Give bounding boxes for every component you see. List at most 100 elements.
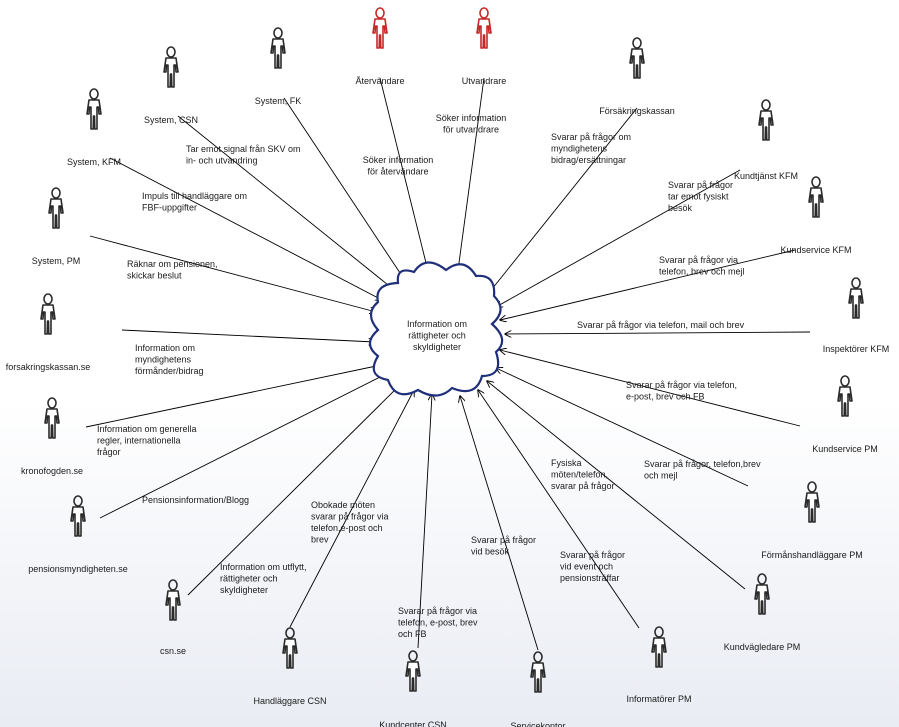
- actor-fhpm: Förmånshandläggare PM: [761, 481, 863, 560]
- actor-kfse: kronofogden.se: [21, 397, 83, 476]
- actor-label: Kundcenter CSN: [379, 720, 447, 727]
- person-icon: [405, 650, 421, 692]
- person-icon: [163, 46, 179, 88]
- actor-syspm: System, PM: [32, 187, 81, 266]
- edges-layer: [85, 77, 811, 651]
- actor-label: Kundservice KFM: [780, 245, 851, 255]
- actor-sk: Servicekontor: [510, 651, 566, 727]
- edge-arrow-ktkfm: [496, 169, 741, 307]
- actor-label: System, FK: [255, 96, 302, 106]
- actor-pmse: pensionsmyndigheten.se: [28, 495, 128, 574]
- person-icon: [629, 37, 645, 79]
- edge-arrow-kccsn: [417, 394, 432, 649]
- actor-label: Kundservice PM: [812, 444, 878, 454]
- edge-arrow-syscsn: [177, 115, 398, 293]
- actor-label: Förmånshandläggare PM: [761, 550, 863, 560]
- edge-arrow-sk: [460, 396, 539, 651]
- actor-label: Utvandrare: [462, 76, 507, 86]
- actor-fk: Försäkringskassan: [599, 37, 675, 116]
- actor-kccsn: Kundcenter CSN: [379, 650, 447, 727]
- edge-arrow-kvpm: [487, 381, 746, 590]
- actor-label: Handläggare CSN: [253, 696, 326, 706]
- edge-label-syspm: Räknar om pensionen,skickar beslut: [127, 259, 218, 281]
- actor-label: Servicekontor: [510, 721, 565, 727]
- edge-arrow-fkse: [121, 329, 375, 342]
- person-icon: [754, 573, 770, 615]
- center-label-line: rättigheter och: [408, 331, 466, 341]
- person-icon: [476, 7, 492, 49]
- edge-arrow-kspm: [500, 350, 801, 427]
- actor-syscsn: System, CSN: [144, 46, 198, 125]
- actor-label: csn.se: [160, 646, 186, 656]
- person-icon: [270, 27, 286, 69]
- edge-arrow-syskfm: [109, 157, 382, 300]
- edge-arrow-inskfm: [505, 332, 811, 334]
- actor-label: System, PM: [32, 256, 81, 266]
- actor-ktkfm: Kundtjänst KFM: [734, 99, 798, 181]
- center-label-line: Information om: [407, 319, 467, 329]
- actor-fkse: forsakringskassan.se: [6, 293, 91, 372]
- person-icon: [282, 627, 298, 669]
- actor-kspm: Kundservice PM: [812, 375, 878, 454]
- actor-label: forsakringskassan.se: [6, 362, 91, 372]
- edge-arrow-fk: [484, 107, 638, 299]
- edge-arrow-syspm: [89, 235, 376, 312]
- person-icon: [837, 375, 853, 417]
- actor-inskfm: Inspektörer KFM: [823, 277, 890, 354]
- actor-kvpm: Kundvägledare PM: [724, 573, 801, 652]
- edge-arrow-kfse: [85, 365, 381, 428]
- actor-infpm: Informatörer PM: [626, 626, 692, 704]
- edge-arrow-infpm: [478, 390, 640, 629]
- person-icon: [48, 187, 64, 229]
- center-label-line: skyldigheter: [413, 342, 461, 352]
- actor-label: Kundvägledare PM: [724, 642, 801, 652]
- actor-label: System, KFM: [67, 157, 121, 167]
- person-icon: [804, 481, 820, 523]
- actor-label: Återvändare: [355, 76, 404, 86]
- person-icon: [86, 88, 102, 130]
- actor-label: Försäkringskassan: [599, 106, 675, 116]
- edge-arrow-hlcsn: [289, 390, 414, 628]
- actor-label: Inspektörer KFM: [823, 344, 890, 354]
- actor-label: Informatörer PM: [626, 694, 691, 704]
- edge-arrow-kskfm: [500, 249, 796, 320]
- edge-label-kspm: Svarar på frågor via telefon,e-post, bre…: [626, 380, 737, 402]
- actor-kskfm: Kundservice KFM: [780, 176, 852, 255]
- actor-label: pensionsmyndigheten.se: [28, 564, 128, 574]
- person-icon: [651, 626, 667, 668]
- person-icon: [848, 277, 864, 319]
- edge-arrow-pmse: [99, 372, 390, 519]
- actor-label: System, CSN: [144, 115, 198, 125]
- person-icon: [372, 7, 388, 49]
- edge-arrow-utv: [456, 77, 485, 285]
- edge-arrow-csnse: [187, 382, 403, 596]
- actor-utv: Utvandrare: [462, 7, 507, 86]
- actor-sysfk: System, FK: [255, 27, 302, 106]
- actor-syskfm: System, KFM: [67, 88, 121, 167]
- actor-hlcsn: Handläggare CSN: [253, 627, 327, 706]
- actor-aterv: Återvändare: [355, 7, 405, 86]
- person-icon: [165, 579, 181, 621]
- person-icon: [808, 176, 824, 218]
- person-icon: [40, 293, 56, 335]
- person-icon: [70, 495, 86, 537]
